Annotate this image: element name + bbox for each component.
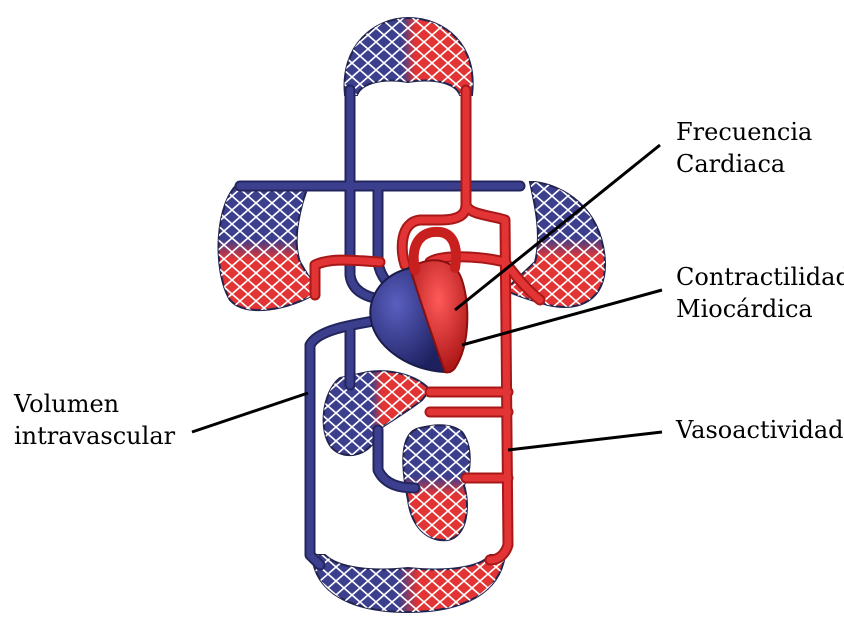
label-contractility-line-1: Contractilidad [676,263,844,291]
head-capillary-bed [345,18,473,95]
label-heart-rate-line-2: Cardiaca [676,150,785,178]
svg-text:Contractilidad Miocárdic: Contractilidad Miocárdica [676,263,844,323]
heart [370,232,467,373]
svg-text:Frecuencia Cardiaca: Frecuencia Cardiaca [676,118,820,178]
label-vasoactivity: Vasoactividad [508,416,844,450]
label-volume-line-1: Volumen [13,390,119,418]
label-volume: Volumen intravascular [13,390,308,450]
label-volume-line-2: intravascular [14,422,176,450]
label-vasoactivity-text: Vasoactividad [675,416,844,444]
lower-body-capillary-bed [312,555,505,612]
svg-text:Volumen intravascular: Volumen intravascular [13,390,176,450]
label-heart-rate-line-1: Frecuencia [676,118,812,146]
leader-vasoactivity [508,432,662,450]
label-contractility-line-2: Miocárdica [676,295,813,323]
leader-volume [192,393,308,432]
left-arm-capillary-bed [219,182,318,310]
